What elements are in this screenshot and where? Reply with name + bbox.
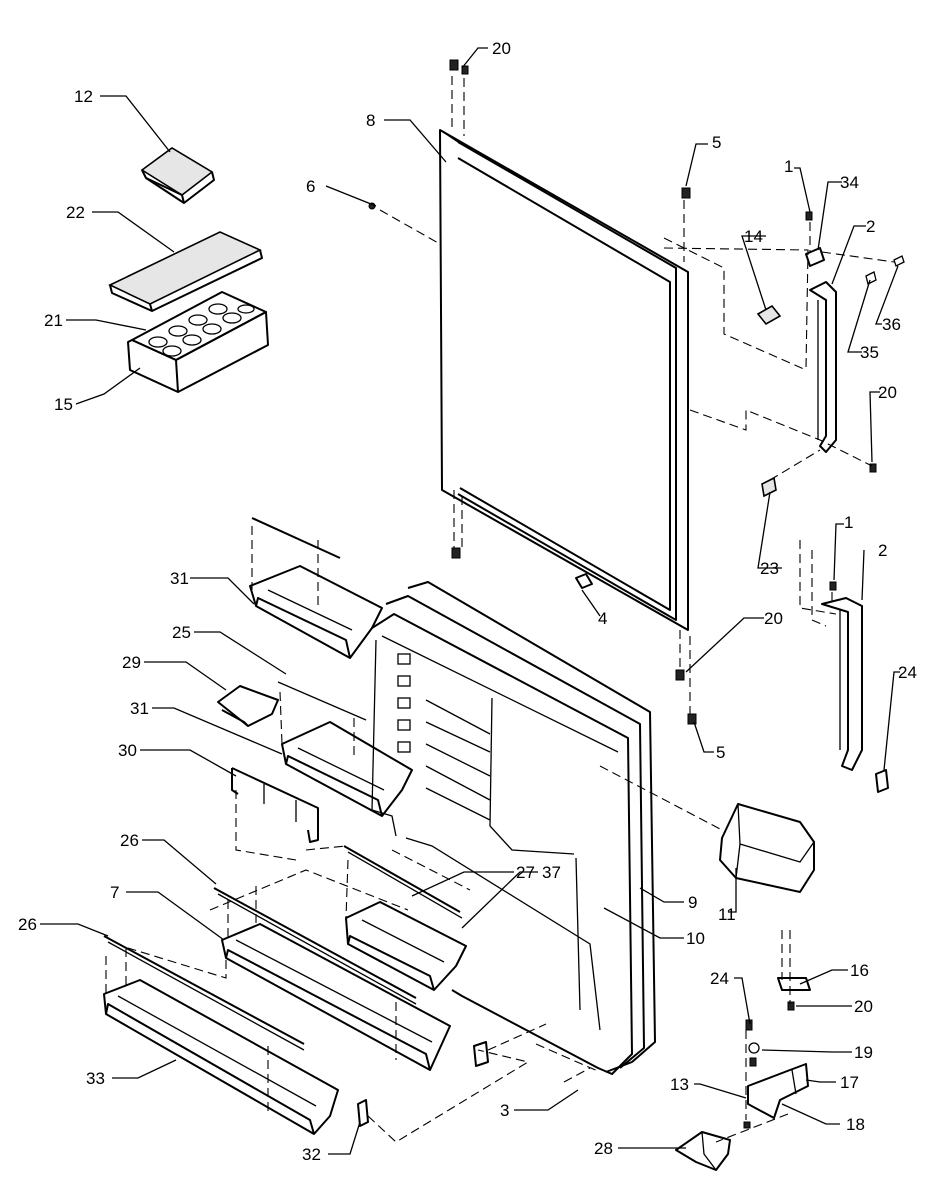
callout-18: 18 <box>846 1115 865 1134</box>
callout-36: 36 <box>882 315 901 334</box>
callout-31-lower: 31 <box>130 699 149 718</box>
part-2-lower-hinge <box>821 597 863 771</box>
part-27-shelf-rail <box>343 845 463 919</box>
callout-1-upper: 1 <box>784 157 793 176</box>
callout-13: 13 <box>670 1075 689 1094</box>
part-12-tray <box>140 147 215 204</box>
callout-labels: 12 22 21 15 20 8 6 5 1 34 2 14 36 35 20 … <box>18 39 917 1164</box>
part-22-lid <box>108 231 263 312</box>
callout-34: 34 <box>840 173 859 192</box>
callout-20-bottom: 20 <box>854 997 873 1016</box>
callout-11: 11 <box>718 905 736 924</box>
part-7-door-bin <box>221 923 451 1071</box>
part-30-bracket <box>231 767 319 843</box>
callout-17: 17 <box>840 1073 859 1092</box>
callout-27: 27 <box>516 863 535 882</box>
part-10-door-liner <box>371 613 633 1075</box>
part-26-rail-lower <box>103 935 305 1051</box>
part-15-ice-bin <box>127 311 269 393</box>
part-29-butter-cup <box>217 685 279 727</box>
callout-33: 33 <box>86 1069 105 1088</box>
callout-21: 21 <box>44 311 63 330</box>
part-17-bracket <box>747 1063 809 1119</box>
small-parts <box>357 59 905 1129</box>
part-31-door-bin-upper <box>249 517 383 659</box>
part-11-cover <box>719 803 815 893</box>
callout-9: 9 <box>688 893 697 912</box>
callout-24-upper: 24 <box>898 663 917 682</box>
callout-24-lower: 24 <box>710 969 729 988</box>
part-33-door-bin-lower <box>103 979 339 1135</box>
part-28-foot <box>675 1131 731 1171</box>
callout-16: 16 <box>850 961 869 980</box>
callout-19: 19 <box>854 1043 873 1062</box>
callout-12: 12 <box>74 87 93 106</box>
callout-15: 15 <box>54 395 73 414</box>
callout-7: 7 <box>110 883 119 902</box>
callout-20-right: 20 <box>878 383 897 402</box>
part-26-rail-upper <box>213 887 417 1005</box>
part-31-door-bin-lower <box>277 681 413 817</box>
callout-5-lower: 5 <box>716 743 725 762</box>
callout-28: 28 <box>594 1139 613 1158</box>
callout-31-upper: 31 <box>170 569 189 588</box>
callout-3: 3 <box>500 1101 509 1120</box>
callout-10: 10 <box>686 929 705 948</box>
callout-22: 22 <box>66 203 85 222</box>
callout-6: 6 <box>306 177 315 196</box>
part-2-upper-hinge <box>809 281 837 453</box>
leader-lines <box>40 47 900 1155</box>
callout-14: 14 <box>744 227 763 246</box>
callout-30: 30 <box>118 741 137 760</box>
callout-4: 4 <box>598 609 607 628</box>
callout-20-top: 20 <box>492 39 511 58</box>
callout-26-upper: 26 <box>120 831 139 850</box>
callout-5-upper: 5 <box>712 133 721 152</box>
part-9-door-outer <box>385 581 656 1073</box>
callout-2-lower: 2 <box>878 541 887 560</box>
callout-25: 25 <box>172 623 191 642</box>
callout-1-lower: 1 <box>844 513 853 532</box>
part-8-door-frame <box>439 129 689 631</box>
callout-23: 23 <box>760 559 779 578</box>
callout-35: 35 <box>860 343 879 362</box>
callout-37: 37 <box>542 863 561 882</box>
part-37-door-bin-small <box>345 901 467 991</box>
callout-2-upper: 2 <box>866 217 875 236</box>
callout-29: 29 <box>122 653 141 672</box>
callout-8: 8 <box>366 111 375 130</box>
callout-20-door: 20 <box>764 609 783 628</box>
callout-32: 32 <box>302 1145 321 1164</box>
callout-26-lower: 26 <box>18 915 37 934</box>
assembly-lines <box>105 76 895 1143</box>
